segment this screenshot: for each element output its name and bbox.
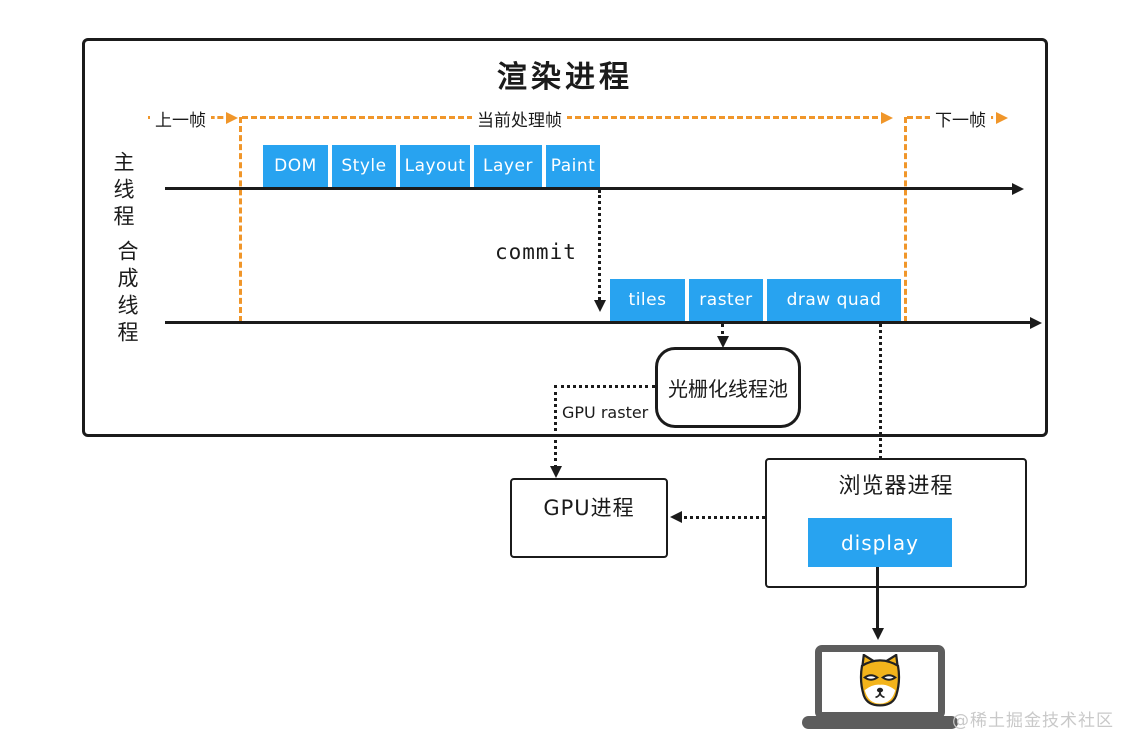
next-frame-label: 下一帧: [930, 106, 991, 131]
drawquad-to-display-line: [879, 324, 882, 507]
render-process-title: 渲染进程: [497, 60, 633, 95]
next-frame-arrowhead-icon: [996, 112, 1008, 124]
compositor-thread-line: [165, 321, 1036, 324]
raster-to-pool-arrowhead-icon: [717, 336, 729, 348]
laptop-icon: [815, 645, 945, 719]
prev-frame-label: 上一帧: [150, 106, 211, 131]
browser-to-gpu-line: [678, 516, 765, 519]
laptop-base: [802, 716, 958, 729]
compositor-thread-arrowhead-icon: [1030, 317, 1042, 329]
frame-boundary-right-line: [904, 117, 907, 322]
stage-layer: Layer: [474, 145, 542, 187]
gpu-raster-v-line: [554, 385, 557, 468]
stage-tiles: tiles: [610, 279, 685, 321]
commit-arrow-line: [598, 190, 601, 300]
commit-label: commit: [495, 240, 577, 264]
current-frame-label: 当前处理帧: [472, 106, 567, 131]
compositor-thread-label: 合成线程: [115, 240, 139, 348]
browser-to-gpu-arrowhead-icon: [670, 511, 682, 523]
stage-paint: Paint: [546, 145, 600, 187]
gpu-process-title: GPU进程: [543, 496, 635, 520]
shiba-dog-icon: [859, 654, 901, 707]
gpu-raster-h-line: [554, 385, 655, 388]
raster-pool-label: 光栅化线程池: [668, 377, 788, 401]
gpu-process-box: GPU进程: [510, 478, 668, 558]
render-process-box: [82, 38, 1048, 437]
frame-boundary-left-line: [239, 117, 242, 322]
current-frame-arrowhead-icon: [881, 112, 893, 124]
watermark: @稀土掘金技术社区: [952, 711, 1114, 731]
browser-process-title: 浏览器进程: [838, 474, 954, 499]
display-to-laptop-arrowhead-icon: [872, 628, 884, 640]
stage-raster: raster: [689, 279, 763, 321]
main-thread-line: [165, 187, 1018, 190]
display-button: display: [808, 518, 952, 567]
gpu-raster-arrowhead-icon: [550, 466, 562, 478]
commit-arrowhead-icon: [594, 300, 606, 312]
prev-frame-arrowhead-icon: [226, 112, 238, 124]
stage-style: Style: [332, 145, 396, 187]
display-to-laptop-line: [876, 567, 879, 629]
main-thread-arrowhead-icon: [1012, 183, 1024, 195]
main-thread-label: 主线程: [111, 151, 135, 232]
gpu-raster-label: GPU raster: [560, 403, 651, 422]
stage-draw-quad: draw quad: [767, 279, 901, 321]
stage-layout: Layout: [400, 145, 470, 187]
raster-to-pool-arrow-line: [721, 324, 724, 340]
raster-pool-box: 光栅化线程池: [655, 347, 801, 428]
stage-dom: DOM: [263, 145, 328, 187]
